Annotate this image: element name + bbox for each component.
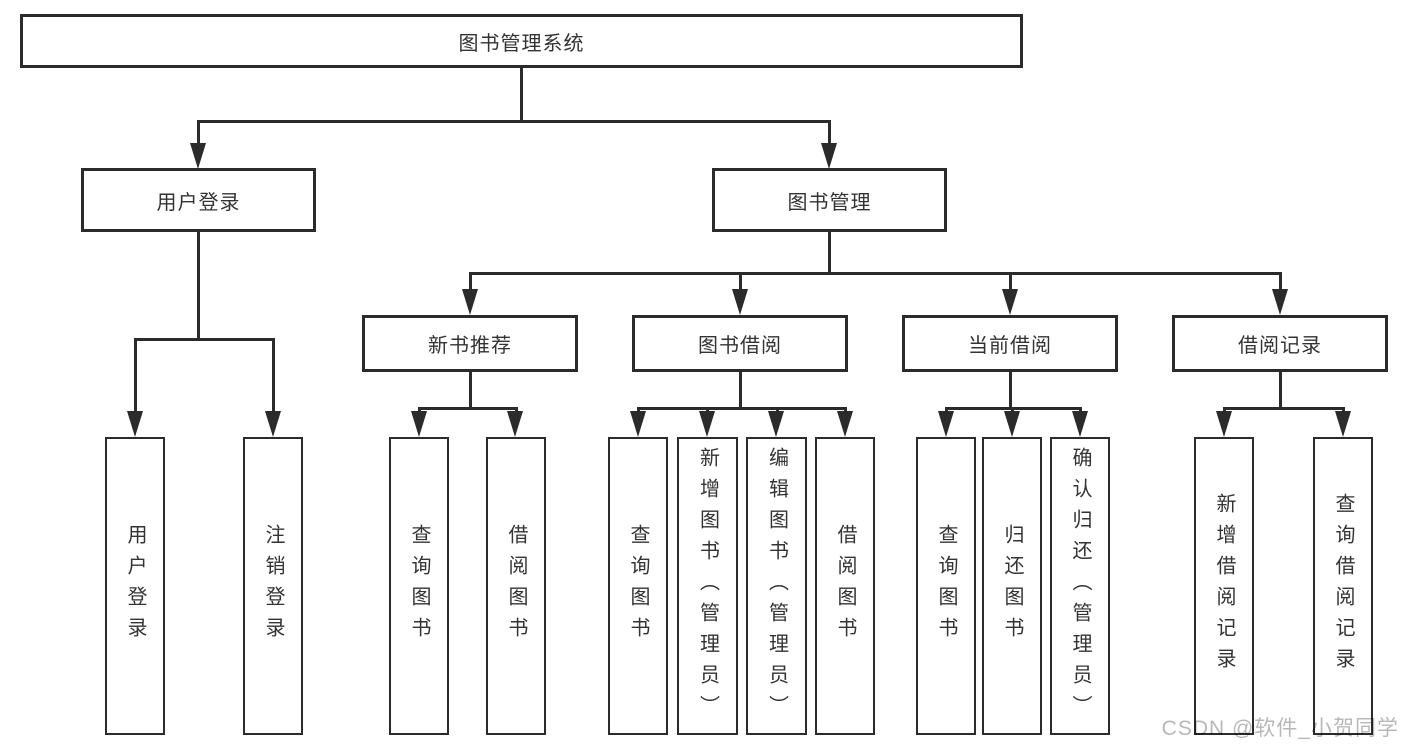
connector-line (197, 232, 200, 341)
leaf-query-books-current: 查询图书 (916, 437, 976, 735)
leaf-user-login-label: 用户登录 (124, 524, 146, 648)
connector-line (1279, 372, 1282, 408)
arrow-down-icon (1272, 289, 1288, 315)
arrow-down-icon (507, 411, 523, 437)
connector-line (739, 372, 742, 410)
node-root-label: 图书管理系统 (458, 32, 585, 55)
leaf-borrow-books-recommend-label: 借阅图书 (505, 524, 527, 648)
leaf-return-books-label: 归还图书 (1001, 524, 1023, 648)
connector-line (134, 338, 275, 341)
leaf-logout-login-label: 注销登录 (262, 524, 284, 648)
arrow-down-icon (265, 411, 281, 437)
arrow-down-icon (732, 289, 748, 315)
arrow-down-icon (938, 411, 954, 437)
arrow-down-icon (411, 411, 427, 437)
leaf-borrow-books-label: 借阅图书 (834, 524, 856, 648)
leaf-return-books: 归还图书 (982, 437, 1042, 735)
leaf-confirm-return-admin: 确认归还（管理员） (1050, 437, 1110, 735)
connector-line (197, 120, 200, 148)
node-current-borrow-label: 当前借阅 (968, 335, 1052, 357)
node-current-borrow: 当前借阅 (902, 315, 1118, 372)
leaf-query-borrow-record: 查询借阅记录 (1313, 437, 1373, 735)
leaf-query-books-recommend: 查询图书 (389, 437, 449, 735)
arrow-down-icon (1002, 289, 1018, 315)
node-book-borrow: 图书借阅 (632, 315, 848, 372)
node-borrow-records: 借阅记录 (1172, 315, 1388, 372)
connector-line (418, 407, 421, 414)
leaf-add-book-admin-label: 新增图书（管理员） (696, 446, 719, 726)
connector-line (828, 120, 831, 148)
watermark-text: CSDN @软件_小贺同学 (1161, 717, 1399, 740)
connector-line (520, 68, 523, 123)
node-new-book-recommend: 新书推荐 (362, 315, 578, 372)
connector-line (1342, 407, 1345, 414)
connector-line (1009, 372, 1012, 410)
connector-line (272, 338, 275, 414)
arrow-down-icon (190, 143, 206, 169)
arrow-down-icon (630, 411, 646, 437)
connector-line (945, 407, 948, 414)
leaf-query-books-borrow: 查询图书 (608, 437, 668, 735)
arrow-down-icon (1072, 411, 1088, 437)
leaf-confirm-return-admin-label: 确认归还（管理员） (1069, 446, 1091, 726)
node-new-book-recommend-label: 新书推荐 (428, 335, 512, 357)
leaf-user-login: 用户登录 (105, 437, 165, 735)
connector-line (776, 407, 779, 414)
leaf-edit-book-admin: 编辑图书（管理员） (746, 437, 807, 735)
leaf-query-books-borrow-label: 查询图书 (627, 524, 649, 648)
node-root: 图书管理系统 (20, 14, 1023, 68)
connector-line (828, 232, 831, 275)
connector-line (134, 338, 137, 414)
leaf-add-borrow-record-label: 新增借阅记录 (1213, 493, 1235, 679)
arrow-down-icon (699, 411, 715, 437)
connector-line (515, 407, 518, 414)
arrow-down-icon (1335, 411, 1351, 437)
connector-line (469, 372, 472, 410)
leaf-borrow-books-recommend: 借阅图书 (486, 437, 546, 735)
leaf-edit-book-admin-label: 编辑图书（管理员） (765, 446, 788, 726)
leaf-add-book-admin: 新增图书（管理员） (677, 437, 738, 735)
connector-line (637, 407, 640, 414)
arrow-down-icon (1004, 411, 1020, 437)
connector-line (469, 272, 472, 292)
node-user-login-label: 用户登录 (156, 191, 241, 214)
arrow-down-icon (821, 143, 837, 169)
connector-line (1009, 272, 1012, 292)
arrow-down-icon (768, 411, 784, 437)
connector-line (1011, 407, 1014, 414)
connector-line (469, 272, 1282, 275)
arrow-down-icon (462, 289, 478, 315)
arrow-down-icon (837, 411, 853, 437)
leaf-query-books-recommend-label: 查询图书 (408, 524, 430, 648)
connector-line (1279, 272, 1282, 292)
node-book-management: 图书管理 (712, 168, 947, 232)
connector-line (197, 120, 831, 123)
leaf-add-borrow-record: 新增借阅记录 (1194, 437, 1254, 735)
leaf-query-books-current-label: 查询图书 (935, 524, 957, 648)
arrow-down-icon (127, 411, 143, 437)
node-user-login: 用户登录 (81, 168, 316, 232)
leaf-query-borrow-record-label: 查询借阅记录 (1332, 493, 1354, 679)
connector-line (418, 407, 518, 410)
connector-line (1223, 407, 1226, 414)
connector-line (844, 407, 847, 414)
connector-line (1223, 407, 1345, 410)
connector-line (1079, 407, 1082, 414)
connector-line (739, 272, 742, 292)
leaf-borrow-books: 借阅图书 (815, 437, 875, 735)
node-book-management-label: 图书管理 (787, 191, 872, 214)
leaf-logout-login: 注销登录 (243, 437, 303, 735)
connector-line (706, 407, 709, 414)
arrow-down-icon (1216, 411, 1232, 437)
connector-line (637, 407, 847, 410)
node-book-borrow-label: 图书借阅 (698, 335, 782, 357)
node-borrow-records-label: 借阅记录 (1238, 335, 1322, 357)
